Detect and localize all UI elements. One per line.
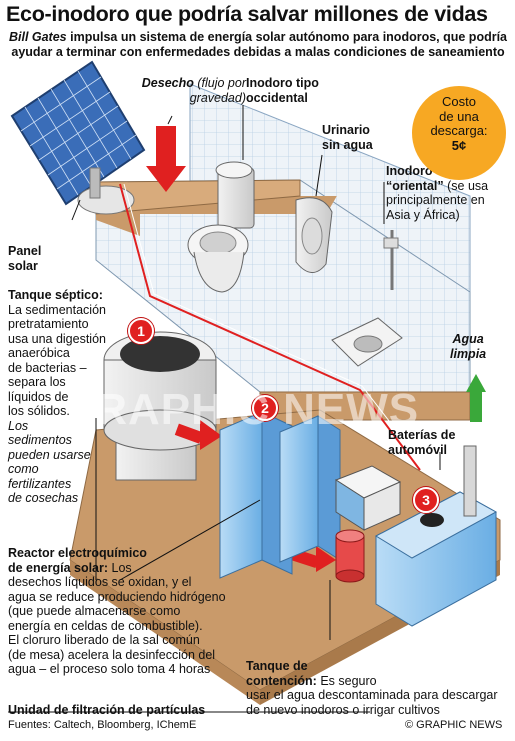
batteries-label-1: Baterías de bbox=[388, 428, 456, 442]
septic-line-3: usa una digestión bbox=[8, 331, 106, 346]
reactor-title-2-rest: Los bbox=[108, 560, 132, 575]
reactor-title-2: de energía solar: bbox=[8, 560, 109, 575]
step-1-marker: 1 bbox=[128, 318, 154, 344]
page-title: Eco-inodoro que podría salvar millones d… bbox=[6, 2, 488, 26]
septic-line-4: anaeróbica bbox=[8, 346, 70, 360]
septic-title: Tanque séptico: bbox=[8, 288, 103, 302]
page-subtitle: Bill Gates impulsa un sistema de energía… bbox=[8, 30, 508, 60]
subtitle-name: Bill Gates bbox=[8, 30, 67, 44]
eastern-label-bold-1: Inodoro bbox=[386, 164, 433, 178]
waterless-urinal bbox=[295, 197, 333, 273]
solar-panel-label-1: Panel bbox=[8, 244, 42, 258]
clean-water-label-2: limpia bbox=[450, 346, 487, 361]
septic-line-6: separa los bbox=[8, 375, 66, 389]
sources-credit: Fuentes: Caltech, Bloomberg, IChemE bbox=[8, 719, 197, 731]
reactor-line-5: El cloruro liberado de la sal común bbox=[8, 633, 200, 647]
western-toilet-label-1: Inodoro tipo bbox=[246, 76, 319, 90]
batteries-label: Baterías de automóvil bbox=[388, 428, 455, 457]
septic-line-8: los sólidos. bbox=[8, 404, 70, 418]
cost-line-2: de una bbox=[439, 108, 479, 124]
containment-description: Tanque de contención: Es seguro usar el … bbox=[246, 659, 512, 717]
subtitle-line-2: ayudar a terminar con enfermedades debid… bbox=[11, 45, 505, 59]
western-toilet-label: Inodoro tipo occidental bbox=[246, 76, 319, 105]
eastern-label-bold-2: “oriental” bbox=[386, 178, 444, 193]
reactor-line-1: desechos líquidos se oxidan, y el bbox=[8, 575, 192, 589]
clean-water-label-1: Agua bbox=[452, 332, 484, 346]
containment-line-1: usar el agua descontaminada para descarg… bbox=[246, 688, 498, 702]
septic-italic-5: fertilizantes bbox=[8, 476, 72, 491]
cost-value: 5¢ bbox=[451, 137, 467, 153]
septic-italic-2: sedimentos bbox=[8, 433, 72, 447]
reactor-line-7: agua – el proceso solo toma 4 horas bbox=[8, 662, 211, 676]
waste-label: Desecho (flujo por gravedad) bbox=[106, 76, 246, 105]
septic-line-5: de bacterias – bbox=[8, 360, 87, 375]
waste-pipe bbox=[119, 183, 425, 471]
cost-line-1: Costo bbox=[442, 94, 476, 109]
containment-line-2: de nuevo inodoros o irrigar cultivos bbox=[246, 702, 440, 717]
septic-line-2: pretratamiento bbox=[8, 317, 89, 331]
septic-italic-4: como bbox=[8, 462, 39, 476]
containment-title-1: Tanque de bbox=[246, 659, 308, 673]
western-toilet bbox=[187, 161, 255, 293]
flush-cost-badge: Costo de una descarga: 5¢ bbox=[412, 86, 506, 180]
eastern-label-note-1: (se usa bbox=[443, 178, 489, 193]
waste-label-bold: Desecho bbox=[141, 76, 194, 90]
eastern-label-note-3: Asia y África) bbox=[386, 207, 460, 222]
filter-unit-label: Unidad de filtración de partículas bbox=[8, 703, 206, 717]
clean-water-arrow bbox=[466, 374, 486, 422]
car-batteries bbox=[334, 465, 402, 531]
urinal-label-2: sin agua bbox=[322, 137, 373, 152]
septic-line-7: líquidos de bbox=[8, 389, 69, 404]
solar-panel-label-2: solar bbox=[8, 258, 38, 273]
containment-title-2: contención: bbox=[246, 673, 317, 688]
septic-tank-description: Tanque séptico: La sedimentación pretrat… bbox=[8, 288, 128, 506]
urinal-label: Urinario sin agua bbox=[322, 123, 373, 152]
septic-tank bbox=[103, 331, 217, 481]
septic-italic-6: de cosechas bbox=[8, 491, 79, 505]
step-3-marker: 3 bbox=[413, 487, 439, 513]
batteries-label-2: automóvil bbox=[388, 442, 448, 457]
step-2-marker: 2 bbox=[252, 395, 278, 421]
squat-toilet bbox=[331, 230, 403, 367]
brand-credit: © GRAPHIC NEWS bbox=[405, 719, 503, 731]
western-toilet-label-2: occidental bbox=[246, 90, 308, 105]
electrochemical-reactor bbox=[219, 411, 341, 579]
waste-label-note2: gravedad) bbox=[189, 90, 246, 105]
solar-panel bbox=[10, 60, 146, 215]
particle-filter bbox=[335, 529, 365, 583]
reactor-description: Reactor electroquímico de energía solar:… bbox=[8, 546, 240, 677]
reactor-line-3: (que puede almacenarse como bbox=[8, 604, 181, 618]
callout-lines bbox=[8, 105, 441, 713]
cost-line-3: descarga: bbox=[430, 123, 488, 138]
reactor-line-6: (de mesa) acelera la desinfección del bbox=[8, 647, 216, 662]
solar-panel-label: Panel solar bbox=[8, 244, 41, 273]
containment-title-2-rest: Es seguro bbox=[316, 673, 377, 688]
waste-arrow bbox=[146, 126, 186, 192]
reactor-title-1: Reactor electroquímico bbox=[8, 546, 147, 560]
reactor-line-2: agua se reduce produciendo hidrógeno bbox=[8, 589, 226, 604]
septic-italic-3: pueden usarse bbox=[8, 447, 91, 462]
eastern-toilet-label: Inodoro “oriental” (se usa principalment… bbox=[386, 164, 514, 222]
eastern-label-note-2: principalmente en bbox=[386, 193, 485, 207]
septic-line-1: La sedimentación bbox=[8, 302, 106, 317]
clean-water-label: Agua limpia bbox=[450, 332, 486, 361]
graphic-news-watermark: GRAPHIC NEWS bbox=[60, 385, 420, 434]
septic-italic-1: Los bbox=[8, 418, 29, 433]
urinal-label-1: Urinario bbox=[322, 123, 370, 137]
waste-label-note1: (flujo por bbox=[193, 76, 246, 90]
subtitle-line-1: impulsa un sistema de energía solar autó… bbox=[66, 30, 508, 44]
reactor-line-4: energía en celdas de combustible). bbox=[8, 618, 203, 633]
